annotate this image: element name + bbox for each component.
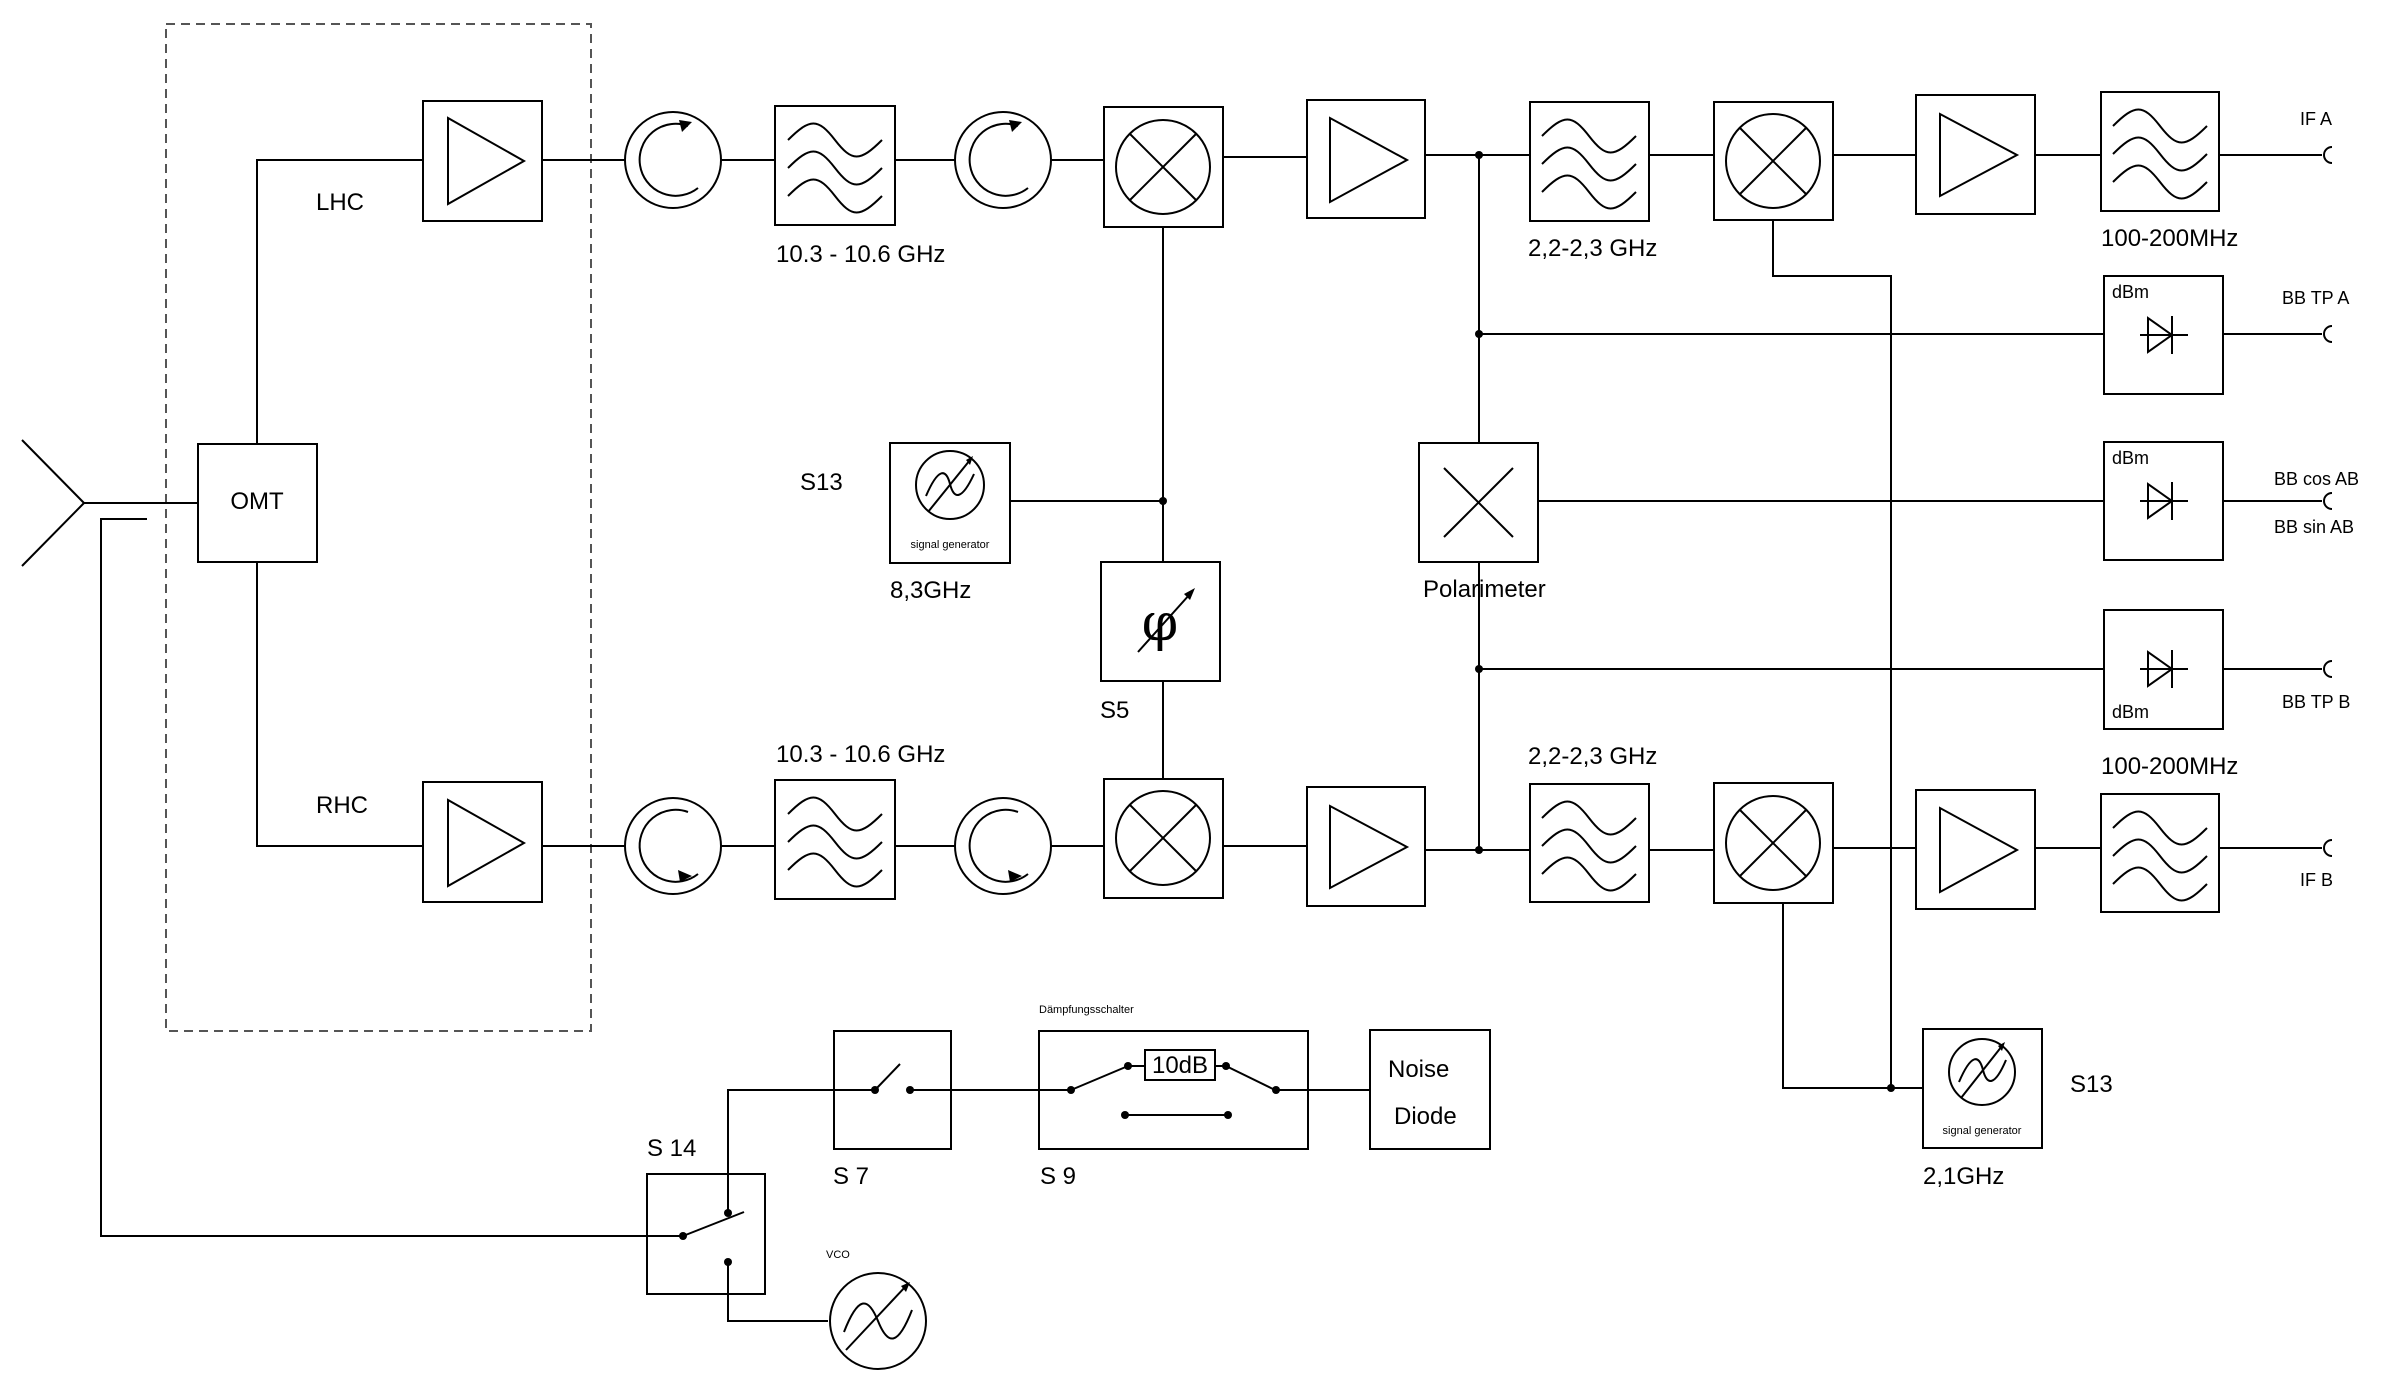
s7-label: S 7 (833, 1163, 869, 1190)
if1-band-top-label: 2,2-2,3 GHz (1528, 235, 1657, 262)
rhc-label: RHC (316, 792, 368, 819)
s9-label: S 9 (1040, 1163, 1076, 1190)
if1-band-bottom-label: 2,2-2,3 GHz (1528, 743, 1657, 770)
phase-shifter: φ (1100, 561, 1221, 682)
lo1-switch-label: S13 (800, 469, 843, 496)
rhc-wire (256, 562, 423, 847)
vco-icon (829, 1272, 927, 1370)
lo2-wire-top (1772, 220, 1892, 1088)
lo1-caption: signal generator (911, 539, 990, 551)
dbm-label-3: dBm (2112, 702, 2149, 722)
out-if-a-label: IF A (2300, 109, 2332, 129)
out-if-b-label: IF B (2300, 870, 2333, 890)
dbm-label-2: dBm (2112, 448, 2149, 468)
out-bb-tp-a-label: BB TP A (2282, 288, 2349, 308)
port-bb-cos-sin-icon (2323, 492, 2333, 510)
mixer-if-bottom (1713, 782, 1834, 904)
lo2-switch-label: S13 (2070, 1071, 2113, 1098)
signal-generator-lo1 (889, 442, 1011, 564)
amp-if2-top (1915, 94, 2036, 215)
switch-s14 (646, 1173, 766, 1295)
port-bb-tp-a-icon (2323, 325, 2333, 343)
lna-top (422, 100, 543, 222)
attenuator-value: 10dB (1152, 1052, 1208, 1079)
switch-s7 (833, 1030, 952, 1150)
port-if-a-icon (2323, 146, 2333, 164)
amp-if2-bottom (1915, 789, 2036, 910)
omt-label: OMT (230, 488, 284, 515)
lo2-caption: signal generator (1943, 1125, 2022, 1137)
polarimeter-label: Polarimeter (1423, 576, 1546, 603)
mixer-rf-bottom (1103, 778, 1224, 899)
bandpass-rf-bottom (774, 779, 896, 900)
if2-band-top-label: 100-200MHz (2101, 225, 2238, 252)
amp-if1-bottom (1306, 786, 1426, 907)
lna-bottom (422, 781, 543, 903)
lhc-wire (256, 159, 423, 444)
frontend-enclosure (165, 23, 592, 1032)
bandpass-if1-top (1529, 101, 1650, 222)
phase-symbol: φ (1142, 593, 1178, 653)
bandpass-if2-top (2100, 91, 2220, 212)
port-bb-tp-b-icon (2323, 660, 2333, 678)
out-bb-sin-label: BB sin AB (2274, 517, 2354, 537)
noise-line1: Noise (1388, 1056, 1449, 1083)
isolator-top-2-icon (954, 111, 1052, 209)
calibration-feed-wire (100, 518, 647, 1237)
lhc-label: LHC (316, 189, 364, 216)
bandpass-if1-bottom (1529, 783, 1650, 903)
detector-cos-sin (2103, 441, 2224, 561)
out-bb-tp-b-label: BB TP B (2282, 692, 2350, 712)
amp-if1-top (1306, 99, 1426, 219)
lo1-freq-label: 8,3GHz (890, 577, 971, 604)
dbm-label-1: dBm (2112, 282, 2149, 302)
mixer-if-top (1713, 101, 1834, 221)
bandpass-if2-bottom (2100, 793, 2220, 913)
lo2-freq-label: 2,1GHz (1923, 1163, 2004, 1190)
horn-antenna-icon (21, 439, 198, 567)
omt-block (197, 443, 318, 563)
detector-tp-b (2103, 609, 2224, 730)
isolator-top-1-icon (624, 111, 722, 209)
rf-band-bottom-label: 10.3 - 10.6 GHz (776, 741, 945, 768)
if2-band-bottom-label: 100-200MHz (2101, 753, 2238, 780)
attenuator-switch-s9 (1038, 1030, 1309, 1150)
s14-label: S 14 (647, 1135, 696, 1162)
isolator-bottom-2-icon (954, 797, 1052, 895)
port-if-b-icon (2323, 839, 2333, 857)
s14-to-s7-wire (727, 1089, 834, 1174)
isolator-bottom-1-icon (624, 797, 722, 895)
noise-line2: Diode (1394, 1103, 1457, 1130)
phase-switch-label: S5 (1100, 697, 1129, 724)
signal-generator-lo2 (1922, 1028, 2043, 1149)
bandpass-rf-top (774, 105, 896, 226)
out-bb-cos-label: BB cos AB (2274, 469, 2359, 489)
noise-diode-block (1369, 1029, 1491, 1150)
s14-to-vco-wire (727, 1294, 828, 1322)
vco-label: VCO (826, 1249, 850, 1261)
mixer-rf-top (1103, 106, 1224, 228)
attenuator-title: Dämpfungsschalter (1039, 1004, 1134, 1016)
rf-band-top-label: 10.3 - 10.6 GHz (776, 241, 945, 268)
lo2-wire-bottom (1782, 903, 1923, 1089)
polarimeter-block (1418, 442, 1539, 563)
